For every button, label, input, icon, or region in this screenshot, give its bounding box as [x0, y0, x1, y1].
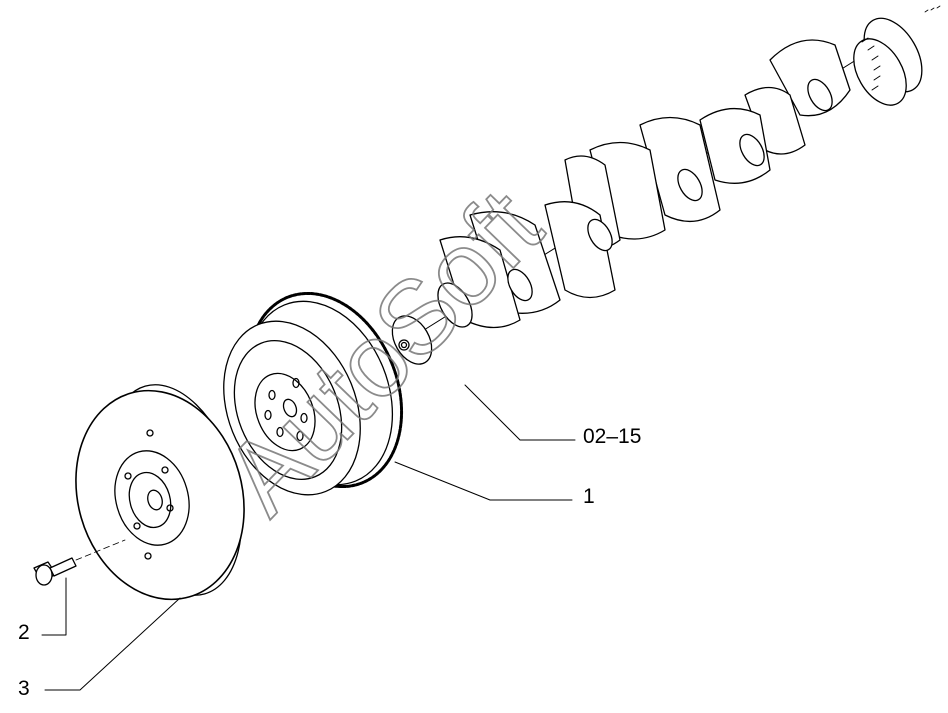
bolt-drawing: [33, 539, 126, 586]
crankshaft-drawing: [391, 17, 923, 365]
callout-bolt: 2: [18, 621, 30, 644]
leader-lines: [41, 384, 576, 691]
flywheel-drawing: [223, 291, 404, 496]
callout-flywheel: 1: [583, 485, 595, 508]
callout-damper: 3: [18, 677, 30, 700]
corner-mark: [924, 5, 941, 13]
damper-pulley-drawing: [75, 384, 245, 601]
callout-crankshaft: 02–15: [583, 425, 642, 448]
